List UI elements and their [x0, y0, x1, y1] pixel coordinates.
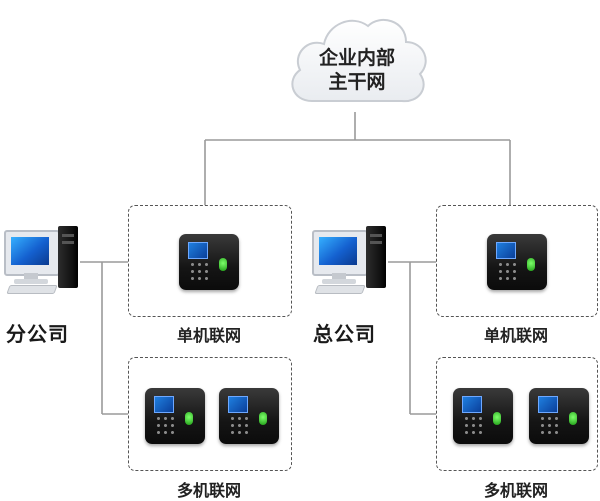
head-multi-group	[436, 357, 598, 471]
fingerprint-terminal-icon	[179, 234, 239, 290]
branch-single-label: 单机联网	[139, 322, 279, 346]
fingerprint-terminal-icon	[145, 388, 205, 444]
head-single-group	[436, 205, 598, 317]
branch-office-label: 分公司	[6, 322, 69, 346]
head-single-label: 单机联网	[446, 322, 586, 346]
cloud-label-line2: 主干网	[328, 71, 386, 93]
branch-single-group	[128, 205, 292, 317]
head-office-label: 总公司	[313, 322, 376, 346]
fingerprint-terminal-icon	[219, 388, 279, 444]
head-multi-label: 多机联网	[446, 477, 586, 501]
fingerprint-terminal-icon	[487, 234, 547, 290]
branch-computer-icon	[2, 224, 82, 296]
cloud-icon: 企业内部 主干网	[282, 6, 432, 116]
head-computer-icon	[310, 224, 390, 296]
branch-multi-group	[128, 357, 292, 471]
fingerprint-terminal-icon	[529, 388, 589, 444]
cloud-label: 企业内部 主干网	[282, 46, 432, 94]
branch-multi-label: 多机联网	[139, 477, 279, 501]
cloud-label-line1: 企业内部	[318, 47, 395, 69]
fingerprint-terminal-icon	[453, 388, 513, 444]
